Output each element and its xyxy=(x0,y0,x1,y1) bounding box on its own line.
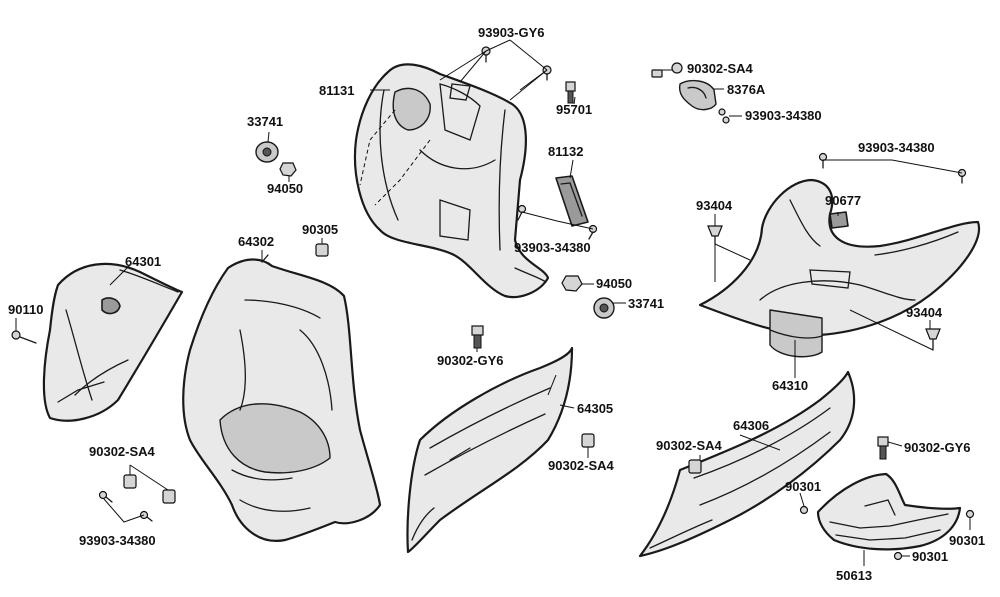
label-64310: 64310 xyxy=(772,378,808,393)
washer-90301-bottom xyxy=(893,551,903,561)
nut-90302-sa4-left-b xyxy=(162,489,176,504)
part-90677-clip xyxy=(829,211,849,229)
bolt-90302-gy6-mid xyxy=(471,325,484,349)
part-64310-floor-panel xyxy=(698,178,981,358)
nut-90302-sa4-top xyxy=(651,62,683,78)
part-81132-lid xyxy=(555,175,589,227)
label-93404-top: 93404 xyxy=(696,198,733,213)
nut-94050-top xyxy=(279,162,297,177)
screw-93903-34380-left-a xyxy=(98,490,113,503)
label-64301: 64301 xyxy=(125,254,161,269)
washer-90301-left xyxy=(799,505,809,515)
washer-90301-right xyxy=(965,509,975,519)
label-81132: 81132 xyxy=(548,144,583,159)
label-90301-bottom: 90301 xyxy=(912,549,948,564)
label-90677: 90677 xyxy=(825,193,861,208)
label-90302-sa4-mid: 90302-SA4 xyxy=(548,458,615,473)
label-33741-mid: 33741 xyxy=(628,296,664,311)
part-64306-side-cover xyxy=(638,370,856,558)
label-90301-left: 90301 xyxy=(785,479,821,494)
label-90302-gy6-right: 90302-GY6 xyxy=(904,440,971,455)
label-93903-34380-mid: 93903-34380 xyxy=(514,240,591,255)
label-93404-right: 93404 xyxy=(906,305,943,320)
label-90110: 90110 xyxy=(8,302,43,317)
screw-93903-34380-mid-b xyxy=(588,224,598,240)
leader-lines xyxy=(15,39,971,566)
label-90302-sa4-left: 90302-SA4 xyxy=(89,444,156,459)
label-50613: 50613 xyxy=(836,568,872,583)
label-93903-34380-top: 93903-34380 xyxy=(745,108,822,123)
grommet-33741-top xyxy=(255,141,279,163)
grommet-33741-mid xyxy=(593,297,615,319)
bolt-90110 xyxy=(11,330,37,344)
bolt-95701 xyxy=(565,81,576,104)
part-64301-front-cover xyxy=(42,262,184,422)
label-90305: 90305 xyxy=(302,222,338,237)
label-90302-sa4-top: 90302-SA4 xyxy=(687,61,754,76)
label-64305: 64305 xyxy=(577,401,613,416)
screw-93903-34380-right-b xyxy=(957,168,967,184)
rivet-93404-right xyxy=(925,328,941,351)
hardware xyxy=(11,46,975,561)
label-90302-sa4-right: 90302-SA4 xyxy=(656,438,723,453)
rivet-93404-top xyxy=(707,225,723,245)
nut-90302-sa4-mid xyxy=(581,433,595,448)
part-64302-front-body xyxy=(182,254,382,542)
screw-93903-34380-top xyxy=(718,108,730,124)
part-64305-side-cover xyxy=(406,346,574,554)
label-93903-34380-right: 93903-34380 xyxy=(858,140,935,155)
screw-93903-34380-left-b xyxy=(139,510,153,522)
part-labels: 93903-GY6 81131 95701 90302-SA4 8376A 93… xyxy=(8,25,985,583)
screw-93903-34380-right-a xyxy=(818,152,828,169)
label-94050-mid: 94050 xyxy=(596,276,632,291)
bolt-90302-gy6-right xyxy=(877,436,889,460)
label-64306: 64306 xyxy=(733,418,769,433)
nut-90302-sa4-right xyxy=(688,459,702,474)
label-8376a: 8376A xyxy=(727,82,766,97)
label-33741-top: 33741 xyxy=(247,114,283,129)
clip-90305 xyxy=(315,243,329,257)
part-81131-inner-shield xyxy=(353,63,550,299)
label-90302-gy6-mid: 90302-GY6 xyxy=(437,353,504,368)
nut-94050-mid xyxy=(561,275,583,292)
label-64302: 64302 xyxy=(238,234,274,249)
nut-90302-sa4-left-a xyxy=(123,474,137,489)
part-8376a-bracket xyxy=(678,79,717,111)
label-93903-gy6: 93903-GY6 xyxy=(478,25,545,40)
label-95701: 95701 xyxy=(556,102,592,117)
label-90301-right: 90301 xyxy=(949,533,985,548)
label-81131: 81131 xyxy=(319,83,354,98)
label-94050-top: 94050 xyxy=(267,181,303,196)
part-50613-skid-plate xyxy=(816,472,962,551)
label-93903-34380-left: 93903-34380 xyxy=(79,533,156,548)
